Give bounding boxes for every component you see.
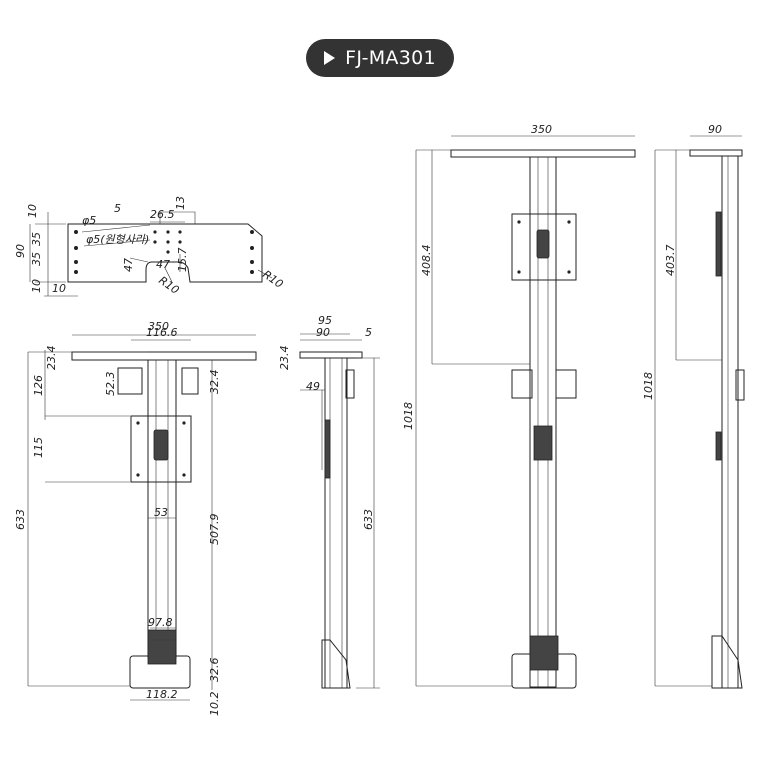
dim-r10b: R10 bbox=[260, 268, 285, 291]
model-badge: FJ-MA301 bbox=[306, 39, 454, 77]
front-dim-633: 633 bbox=[14, 509, 27, 530]
dim-13: 13 bbox=[174, 196, 187, 210]
front-dim-10-2: 10.2 bbox=[208, 692, 221, 717]
front-dim-116-6: 116.6 bbox=[146, 326, 178, 339]
dim-35a: 35 bbox=[30, 232, 43, 246]
model-name: FJ-MA301 bbox=[345, 47, 436, 69]
front-dim-23-4: 23.4 bbox=[45, 346, 58, 371]
dim-47a: 47 bbox=[122, 258, 135, 272]
side-large-dim-1018: 1018 bbox=[642, 372, 655, 400]
dim-10a: 10 bbox=[26, 204, 39, 218]
front-view-large bbox=[415, 135, 636, 689]
side-large-dim-403-7: 403.7 bbox=[664, 245, 677, 277]
front-dim-115: 115 bbox=[32, 437, 45, 458]
side-large-dim-90: 90 bbox=[708, 123, 722, 136]
dim-phi5-note: φ5(원형사라) bbox=[86, 233, 149, 246]
side-dim-23-4: 23.4 bbox=[278, 346, 291, 371]
front-view-small bbox=[27, 334, 257, 701]
dim-26-5: 26.5 bbox=[150, 208, 175, 221]
front-dim-118-2: 118.2 bbox=[146, 688, 178, 701]
front-large-dim-1018: 1018 bbox=[402, 402, 415, 430]
dim-47b: 47 bbox=[156, 258, 170, 271]
side-dim-633: 633 bbox=[362, 509, 375, 530]
front-dim-52-3: 52.3 bbox=[104, 372, 117, 397]
side-view-small bbox=[299, 333, 380, 689]
dim-5: 5 bbox=[114, 202, 121, 215]
front-dim-32-4: 32.4 bbox=[208, 370, 221, 395]
play-icon bbox=[324, 51, 336, 65]
side-view-large bbox=[654, 135, 745, 689]
side-dim-49: 49 bbox=[306, 380, 320, 393]
dim-35b: 35 bbox=[30, 252, 43, 266]
side-dim-5: 5 bbox=[365, 326, 372, 339]
top-plate-view bbox=[29, 211, 273, 297]
front-dim-53: 53 bbox=[154, 506, 168, 519]
dim-10b: 10 bbox=[30, 279, 43, 293]
dim-10c: 10 bbox=[52, 282, 66, 295]
front-dim-97-8: 97.8 bbox=[148, 616, 173, 629]
front-large-dim-408-4: 408.4 bbox=[420, 245, 433, 277]
front-dim-126: 126 bbox=[32, 375, 45, 396]
front-large-dim-350: 350 bbox=[531, 123, 552, 136]
front-dim-32-6: 32.6 bbox=[208, 658, 221, 683]
dim-phi5: φ5 bbox=[82, 214, 96, 227]
front-dim-350: 350 bbox=[148, 320, 169, 333]
dim-15-7: 15.7 bbox=[176, 248, 189, 273]
front-dim-507-9: 507.9 bbox=[208, 514, 221, 546]
dim-r10a: R10 bbox=[156, 274, 181, 297]
dim-90: 90 bbox=[14, 244, 27, 258]
side-dim-95: 95 bbox=[318, 314, 332, 327]
side-dim-90: 90 bbox=[316, 326, 330, 339]
